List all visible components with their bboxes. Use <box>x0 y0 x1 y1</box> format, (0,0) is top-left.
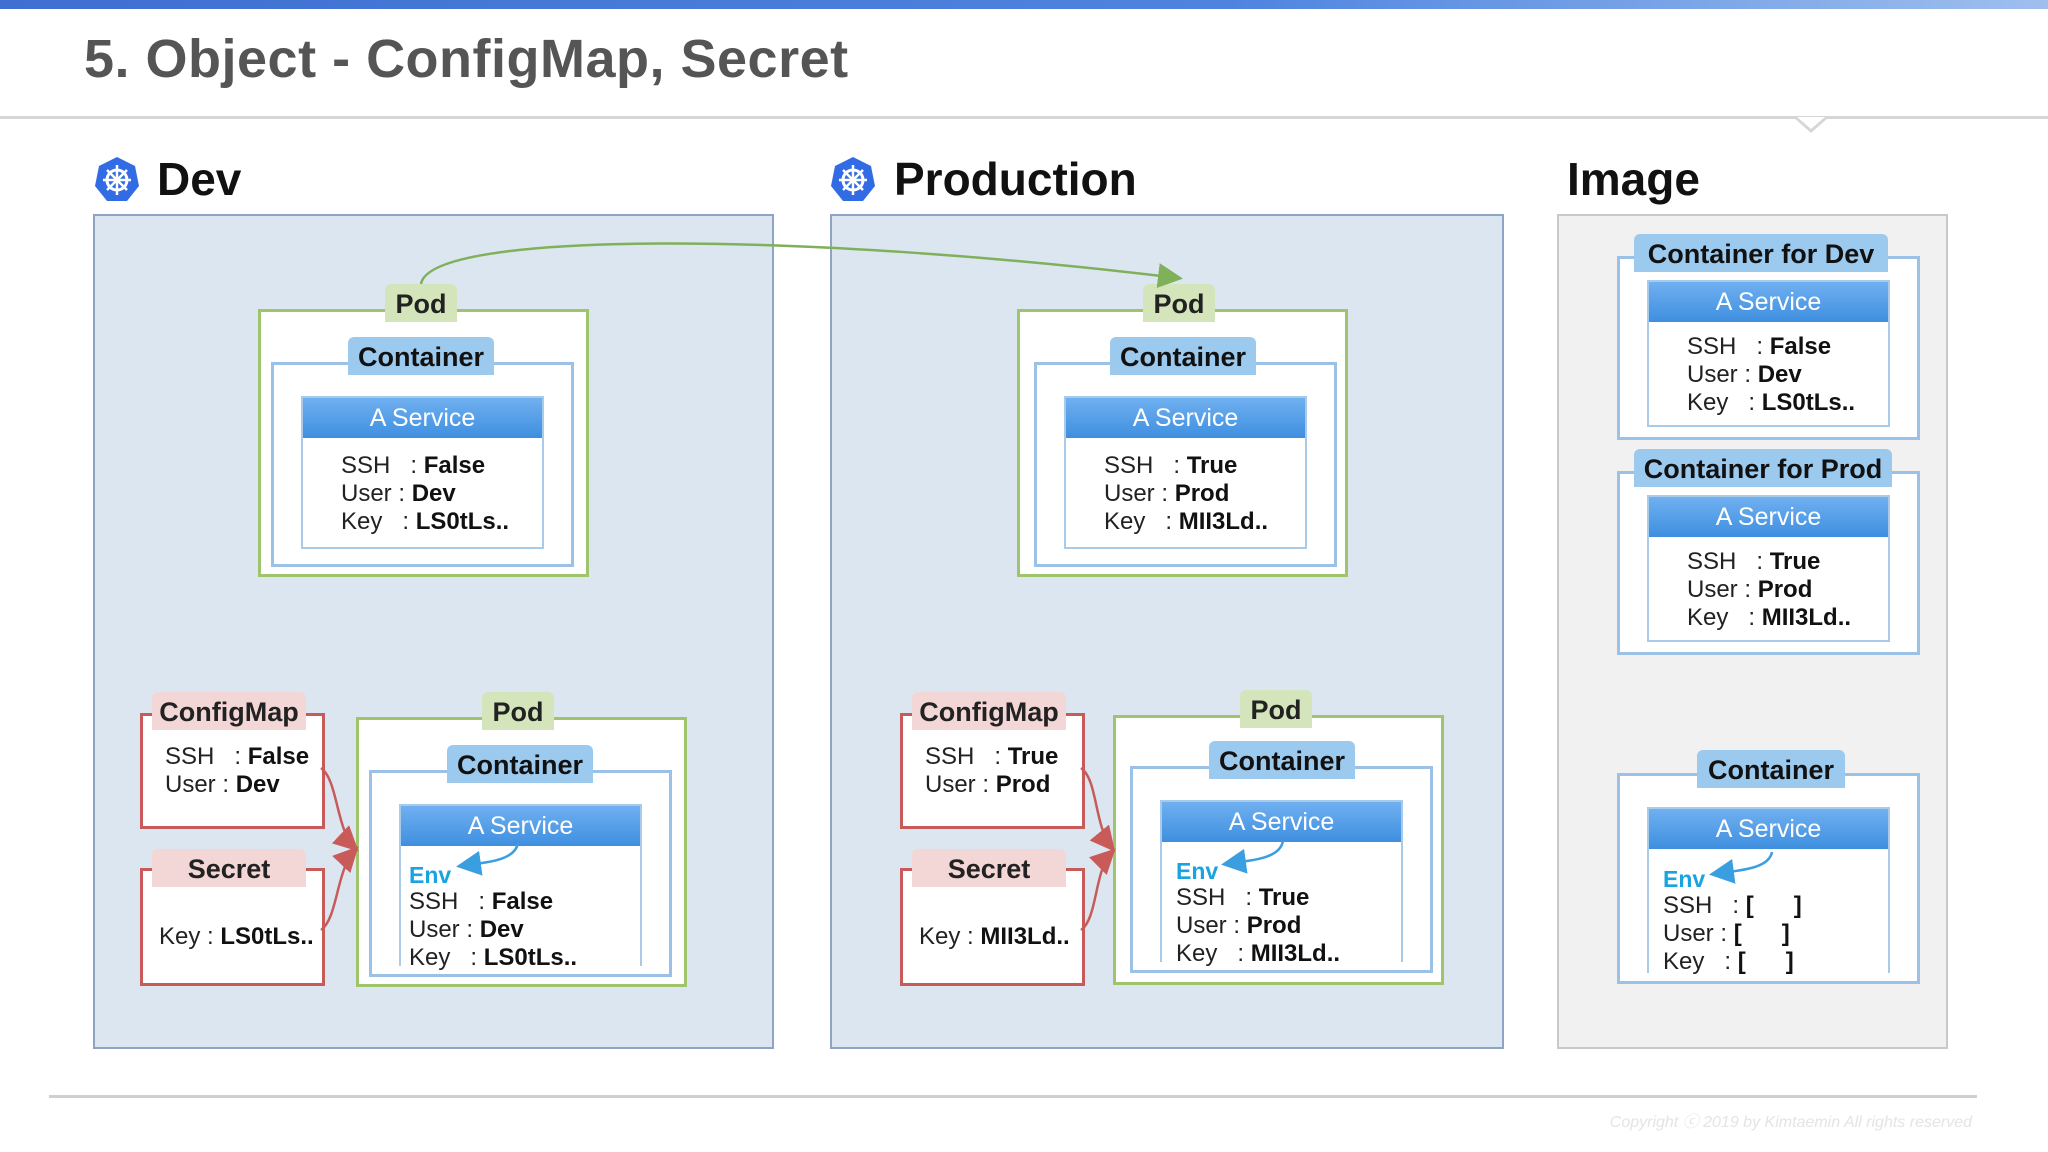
dev-to-prod-arrow <box>419 242 1183 288</box>
container-label: Container <box>1110 337 1256 375</box>
dev-env-arrow <box>456 842 520 876</box>
dev-configmap-arrow <box>320 766 359 852</box>
secret-values: Key : LS0tLs.. <box>159 923 314 950</box>
page-title: 5. Object - ConfigMap, Secret <box>84 29 849 89</box>
prod-configmap-arrow <box>1080 766 1116 852</box>
prod-configmap: SSH : True User : Prod <box>900 713 1085 829</box>
service-title: A Service <box>1649 809 1888 849</box>
service-config: SSH : True User : Prod Key : MII3Ld.. <box>1104 452 1269 535</box>
image-container-prod: A Service SSH : True User : Prod Key : M… <box>1617 471 1920 655</box>
service-config: SSH : False User : Dev Key : LS0tLs.. <box>1687 333 1856 416</box>
container-label: Container <box>348 337 494 375</box>
dev-secret: Key : LS0tLs.. <box>140 868 325 986</box>
copyright-text: Copyright ⓒ 2019 by Kimtaemin All rights… <box>1609 1114 1972 1131</box>
dev-container-top: A Service SSH : False User : Dev Key : L… <box>271 362 574 567</box>
pod-label: Pod <box>482 692 554 730</box>
service-config: SSH : False User : Dev Key : LS0tLs.. <box>341 452 510 535</box>
section-title-production: Production <box>894 153 1137 205</box>
pod-label: Pod <box>385 284 457 322</box>
pod-label: Pod <box>1240 690 1312 728</box>
image-service-dev: A Service SSH : False User : Dev Key : L… <box>1647 280 1890 427</box>
prod-container-bottom: A Service Env SSH : True User : Prod Key… <box>1130 766 1433 973</box>
prod-container-top: A Service SSH : True User : Prod Key : M… <box>1034 362 1337 567</box>
service-title: A Service <box>1649 497 1888 537</box>
container-for-dev-label: Container for Dev <box>1634 234 1888 272</box>
service-config: SSH : [ ] User : [ ] Key : [ ] <box>1663 892 1802 975</box>
secret-label: Secret <box>912 849 1066 887</box>
dev-container-bottom: A Service Env SSH : False User : Dev Key… <box>369 770 672 977</box>
service-title: A Service <box>1066 398 1305 438</box>
configmap-values: SSH : False User : Dev <box>165 743 310 798</box>
image-container-dev: A Service SSH : False User : Dev Key : L… <box>1617 256 1920 440</box>
container-label: Container <box>1697 750 1845 788</box>
container-for-prod-label: Container for Prod <box>1634 449 1892 487</box>
dev-secret-arrow <box>320 846 359 932</box>
env-label: Env <box>1663 866 1706 892</box>
prod-secret-arrow <box>1080 848 1116 932</box>
container-label: Container <box>447 745 593 783</box>
section-title-dev: Dev <box>157 153 242 205</box>
image-service-prod: A Service SSH : True User : Prod Key : M… <box>1647 495 1890 642</box>
service-title: A Service <box>401 806 640 846</box>
configmap-label: ConfigMap <box>152 692 306 730</box>
service-config: SSH : True User : Prod Key : MII3Ld.. <box>1687 548 1852 631</box>
prod-service-top: A Service SSH : True User : Prod Key : M… <box>1064 396 1307 549</box>
prod-pod-top: A Service SSH : True User : Prod Key : M… <box>1017 309 1348 577</box>
env-label: Env <box>1176 858 1219 884</box>
dev-configmap: SSH : False User : Dev <box>140 713 325 829</box>
secret-label: Secret <box>152 849 306 887</box>
service-config: SSH : False User : Dev Key : LS0tLs.. <box>409 888 578 971</box>
section-title-image: Image <box>1567 153 1700 205</box>
service-config: SSH : True User : Prod Key : MII3Ld.. <box>1176 884 1341 967</box>
image-container-generic: A Service Env SSH : [ ] User : [ ] Key :… <box>1617 773 1920 984</box>
dev-service-top: A Service SSH : False User : Dev Key : L… <box>301 396 544 549</box>
top-accent-bar <box>0 0 2048 9</box>
dev-service-bottom: A Service Env SSH : False User : Dev Key… <box>399 804 642 971</box>
image-env-arrow <box>1709 851 1774 884</box>
kubernetes-icon <box>831 157 875 201</box>
configmap-values: SSH : True User : Prod <box>925 743 1059 798</box>
pod-label: Pod <box>1143 284 1215 322</box>
image-service-generic: A Service Env SSH : [ ] User : [ ] Key :… <box>1647 807 1890 975</box>
configmap-label: ConfigMap <box>912 692 1066 730</box>
service-title: A Service <box>303 398 542 438</box>
title-divider <box>0 116 2048 119</box>
env-label: Env <box>409 862 452 888</box>
footer-divider <box>49 1095 1977 1098</box>
service-title: A Service <box>1162 802 1401 842</box>
prod-service-bottom: A Service Env SSH : True User : Prod Key… <box>1160 800 1403 967</box>
prod-env-arrow <box>1221 840 1285 874</box>
prod-secret: Key : MII3Ld.. <box>900 868 1085 986</box>
kubernetes-icon <box>95 157 139 201</box>
service-title: A Service <box>1649 282 1888 322</box>
secret-values: Key : MII3Ld.. <box>919 923 1070 950</box>
container-label: Container <box>1209 741 1355 779</box>
